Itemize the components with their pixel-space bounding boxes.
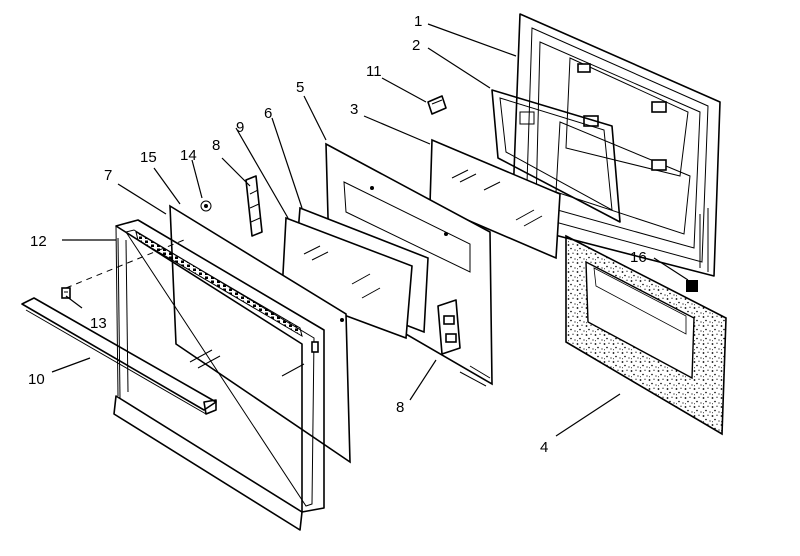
callout-3: 3 bbox=[350, 101, 358, 118]
callout-16: 16 bbox=[630, 249, 647, 266]
callout-9: 9 bbox=[236, 119, 244, 136]
part-14-screw bbox=[200, 200, 212, 212]
callout-14: 14 bbox=[180, 147, 197, 164]
part-9-glass-pane bbox=[281, 216, 413, 340]
callout-10: 10 bbox=[28, 371, 45, 388]
callout-1: 1 bbox=[414, 13, 422, 30]
part-2-gasket bbox=[491, 89, 621, 223]
callout-2: 2 bbox=[412, 37, 420, 54]
callout-8-lower: 8 bbox=[396, 399, 404, 416]
part-8-hinge-bracket-right bbox=[437, 299, 461, 355]
callout-6: 6 bbox=[264, 105, 272, 122]
leader-lines bbox=[51, 23, 689, 437]
part-1-inner-door-panel bbox=[511, 13, 721, 277]
callouts: 1 2 3 4 5 6 7 8 8 9 10 11 12 13 14 15 16 bbox=[28, 13, 647, 456]
callout-13: 13 bbox=[90, 315, 107, 332]
callout-15: 15 bbox=[140, 149, 157, 166]
callout-7: 7 bbox=[104, 167, 112, 184]
part-8-hinge-bracket-left bbox=[245, 175, 263, 237]
part-4-insulation bbox=[565, 234, 727, 436]
part-11-clip bbox=[427, 95, 447, 115]
part-10-handle-bar bbox=[21, 297, 217, 415]
callout-11: 11 bbox=[366, 63, 382, 80]
part-12-outer-frame bbox=[113, 219, 325, 531]
callout-8-upper: 8 bbox=[212, 137, 220, 154]
projection-line bbox=[65, 239, 185, 289]
callout-12: 12 bbox=[30, 233, 47, 250]
callout-5: 5 bbox=[296, 79, 304, 96]
callout-4: 4 bbox=[540, 439, 548, 456]
part-7-glass-panel bbox=[169, 204, 351, 464]
part-16-block bbox=[686, 280, 698, 292]
part-3-glass-pane bbox=[429, 138, 561, 260]
